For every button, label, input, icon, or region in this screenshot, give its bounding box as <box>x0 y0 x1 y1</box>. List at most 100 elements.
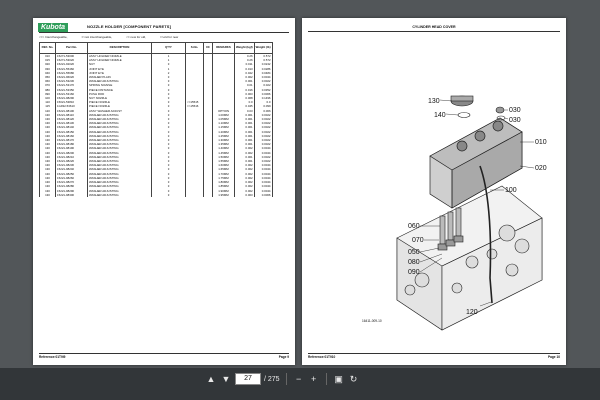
table-cell: 1.45MM <box>212 150 235 155</box>
kubota-logo: Kubota <box>38 23 68 32</box>
fit-page-icon[interactable]: ▣ <box>334 373 343 384</box>
table-cell <box>212 83 235 88</box>
table-cell: 0.0 <box>253 100 273 105</box>
column-header: DESCRIPTION <box>87 42 152 54</box>
table-cell: 0.0022 <box>253 79 273 84</box>
leader-lines <box>419 99 535 307</box>
table-cell <box>212 53 235 59</box>
zoom-out-icon[interactable]: − <box>295 374 302 384</box>
table-cell: 1.20MM <box>212 129 235 134</box>
page-number: Page 9 <box>278 355 289 359</box>
table-cell: 0.0044 <box>253 75 273 80</box>
column-header: Q'TY <box>151 42 186 54</box>
table-cell <box>212 70 235 76</box>
table-cell: 1.10MM <box>212 121 235 126</box>
table-cell: 1.75MM <box>212 175 235 181</box>
column-header: REMARKS <box>212 42 235 54</box>
rotate-icon[interactable]: ↻ <box>349 373 358 384</box>
table-cell: 0.0044 <box>253 175 273 181</box>
table-cell: 0.0044 <box>253 163 273 168</box>
chevron-down-icon[interactable]: ▼ <box>221 374 231 384</box>
callout-label: 020 <box>535 165 547 172</box>
page-title: CYLINDER HEAD COVER <box>412 25 456 29</box>
exploded-view-diagram: 130 140 030 030 010 020 100 060 070 050 … <box>362 95 547 331</box>
callout-label: 070 <box>412 237 424 244</box>
table-cell: 0.0022 <box>253 121 273 126</box>
table-cell: 1.00MM <box>212 112 235 118</box>
table-cell <box>185 192 204 197</box>
header-divider <box>308 31 560 32</box>
oil-filler-cap <box>450 95 506 121</box>
table-cell: 0.572 <box>253 58 273 63</box>
chevron-up-icon[interactable]: ▲ <box>206 374 216 384</box>
table-cell: 0.0242 <box>253 62 273 67</box>
table-cell: 0.0022 <box>253 159 273 164</box>
table-cell: WASHER ADJUSTING <box>87 192 152 197</box>
page-number: Page 10 <box>547 355 560 359</box>
engine-block <box>396 185 543 331</box>
toolbar-divider <box>325 373 327 385</box>
table-cell: 3 <box>151 192 186 197</box>
table-cell: 1.55MM <box>212 159 235 164</box>
table-cell: 1.95MM <box>212 192 235 197</box>
table-cell: 1.25MM <box>212 133 235 139</box>
zoom-in-icon[interactable]: + <box>310 374 317 384</box>
reference-code: Reference:01T910 <box>308 355 336 359</box>
table-cell: 0.066 <box>253 108 273 113</box>
interchange-legend: <=> Interchangeable, =>not interchangeab… <box>39 35 289 39</box>
legend-item: =>old for new <box>160 35 179 39</box>
leak-off-pipe <box>479 165 493 304</box>
table-cell: 0.0022 <box>253 138 273 143</box>
callout-label: 120 <box>466 309 478 316</box>
table-cell: 0.0352 <box>253 87 273 92</box>
table-cell: 1.70MM <box>212 171 235 176</box>
table-cell: 0.0022 <box>253 112 273 118</box>
table-cell: 1.05MM <box>212 117 235 122</box>
legend-item: <= new for old, <box>126 35 147 39</box>
page-10: CYLINDER HEAD COVER <box>302 18 566 365</box>
legend-item: =>not interchangeable, <box>81 35 113 39</box>
table-cell <box>212 75 235 80</box>
nozzle-holders <box>437 207 464 251</box>
page-number-input[interactable]: 27 <box>235 373 261 385</box>
table-cell: 0.022 <box>253 83 273 88</box>
header-divider <box>39 32 289 33</box>
table-cell: 1.60MM <box>212 163 235 168</box>
table-cell: 0.0044 <box>253 167 273 172</box>
table-cell: 0.0022 <box>253 154 273 160</box>
callout-label: 030 <box>509 107 521 114</box>
reference-code: Reference:01T9I9 <box>39 355 66 359</box>
table-cell: 0.1496 <box>253 96 273 101</box>
table-cell <box>212 87 235 92</box>
table-cell: 0.572 <box>253 53 273 59</box>
table-cell: 0.0066 <box>253 91 273 97</box>
column-header: S.No. <box>185 42 204 54</box>
table-cell <box>212 91 235 97</box>
callout-label: 100 <box>505 187 517 194</box>
table-cell <box>212 96 235 101</box>
callout-label: 030 <box>509 117 521 124</box>
table-cell: 1.80MM <box>212 180 235 185</box>
table-cell: 0.0044 <box>253 146 273 151</box>
